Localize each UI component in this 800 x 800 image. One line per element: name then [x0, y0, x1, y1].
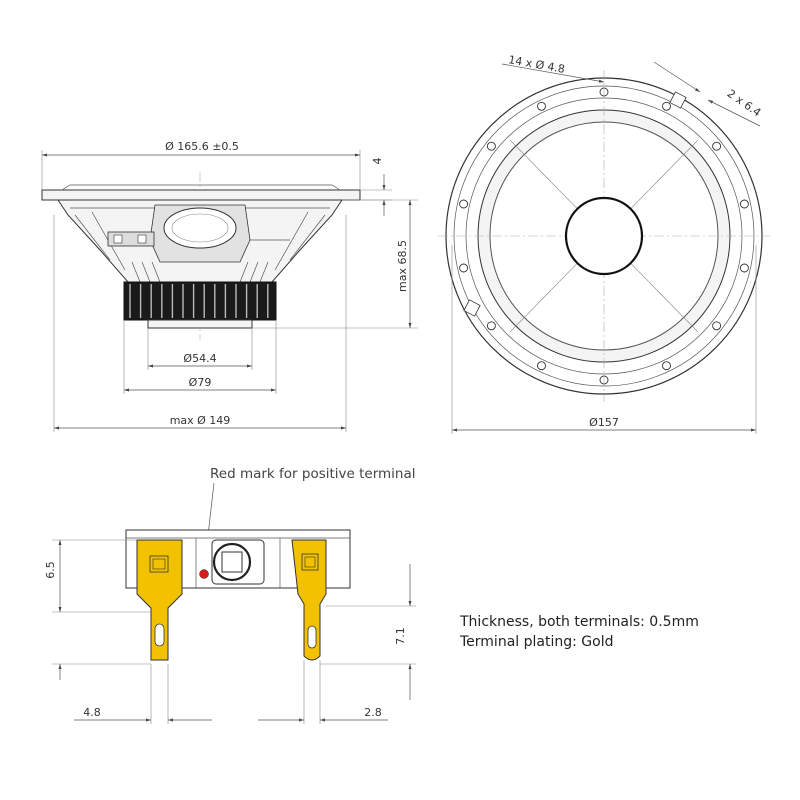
dim-cutout-diameter: Ø157	[589, 416, 619, 429]
mounting-hole	[537, 101, 546, 111]
mounting-hole	[712, 321, 722, 331]
dim-magnet-diameter: Ø79	[189, 376, 212, 389]
mounting-hole	[537, 361, 546, 371]
terminal-detail: Red mark for positive terminal 6.5	[44, 466, 699, 724]
dim-max-depth: max 68.5	[396, 240, 409, 292]
frame-flange	[41, 189, 361, 201]
magnet-assembly	[123, 281, 277, 321]
mounting-hole	[486, 321, 496, 331]
plating-note: Terminal plating: Gold	[459, 634, 613, 650]
mounting-hole	[459, 199, 469, 209]
dim-narrow-tab: 2.8	[364, 706, 382, 719]
thickness-note: Thickness, both terminals: 0.5mm	[459, 614, 699, 630]
dim-flange-thickness: 4	[371, 158, 384, 165]
dim-slots: 2 x 6.4	[725, 87, 764, 119]
mounting-slot	[463, 299, 481, 317]
mounting-hole	[662, 361, 671, 371]
dust-cap	[564, 196, 644, 276]
front-view: 14 x Ø 4.8 2 x 6.4 Ø157	[438, 53, 770, 434]
positive-terminal-mark	[199, 569, 209, 579]
mounting-hole	[662, 101, 671, 111]
mounting-hole	[739, 199, 749, 209]
red-mark-note: Red mark for positive terminal	[210, 466, 416, 482]
mounting-hole	[739, 263, 749, 273]
mounting-hole	[712, 141, 722, 151]
mounting-hole	[459, 263, 469, 273]
dim-basket-diameter: max Ø 149	[170, 414, 231, 427]
mounting-slot	[669, 91, 687, 109]
dim-tab-length: 7.1	[394, 627, 407, 645]
dim-terminal-height: 6.5	[44, 561, 57, 579]
positive-terminal-tab	[136, 539, 183, 661]
dim-mounting-holes: 14 x Ø 4.8	[507, 53, 566, 76]
back-plate	[147, 319, 253, 329]
basket-window	[163, 207, 237, 249]
mounting-hole	[486, 141, 496, 151]
dim-wide-tab: 4.8	[83, 706, 101, 719]
side-view: Ø 165.6 ±0.5 4 max 68.5 Ø54.4 Ø79 max Ø …	[41, 140, 418, 432]
dim-vent-diameter: Ø54.4	[183, 352, 216, 365]
dim-frame-diameter: Ø 165.6 ±0.5	[165, 140, 239, 153]
